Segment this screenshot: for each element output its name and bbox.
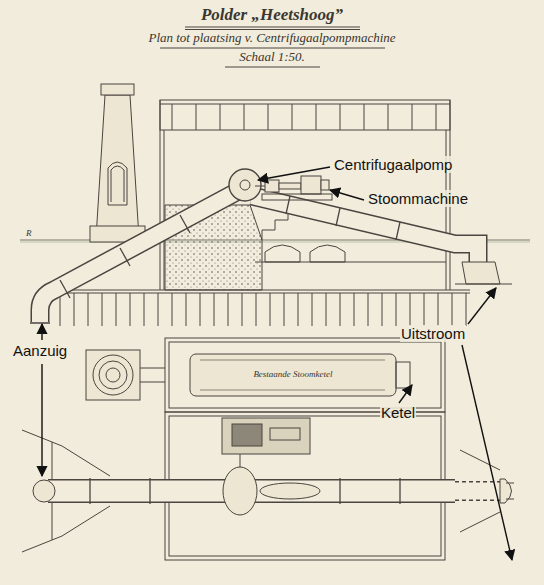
level-mark: R	[26, 228, 32, 238]
part-label: Ketel	[380, 404, 416, 421]
plan-view	[22, 338, 514, 560]
part-label: Aanzuig	[12, 342, 68, 359]
part-label: Stoommachine	[367, 190, 469, 207]
leader-lines	[42, 167, 512, 560]
part-label: Centrifugaalpomp	[333, 156, 453, 173]
subtitle: Plan tot plaatsing v. Centrifugaalpompma…	[148, 31, 395, 46]
boiler-inscription: Bestaande Stoomketel	[253, 369, 332, 379]
elevation	[20, 84, 530, 326]
scale-note: Schaal 1:50.	[239, 50, 305, 65]
drawing-title: Polder „Heetshoog”	[0, 5, 544, 25]
part-label: Uitstroom	[400, 325, 466, 342]
